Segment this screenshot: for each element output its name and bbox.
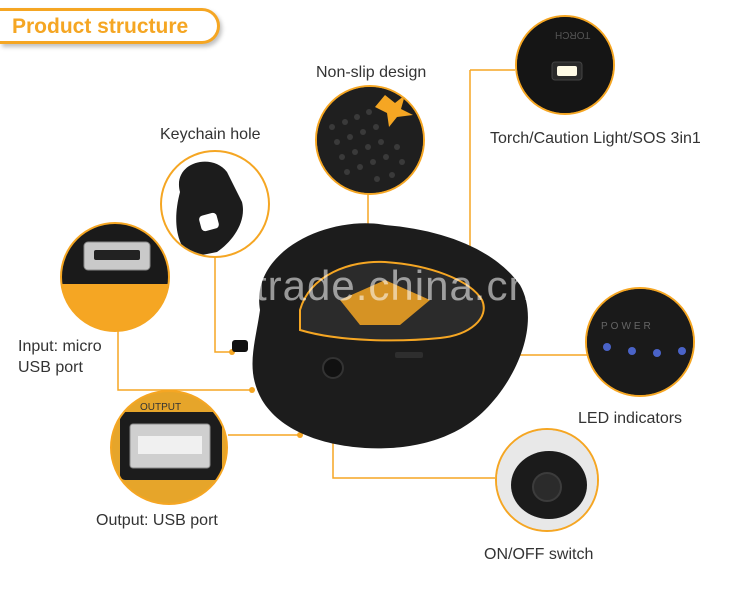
switch-detail <box>497 430 597 530</box>
section-title-tag: Product structure <box>0 8 220 44</box>
output-dot <box>297 432 303 438</box>
torch-print: TORCH <box>555 29 591 40</box>
label-led: LED indicators <box>578 410 683 427</box>
label-onoff: ON/OFF switch <box>484 546 594 563</box>
label-input-line1: Input: micro <box>18 338 102 355</box>
section-title: Product structure <box>12 15 189 38</box>
input-zoom-circle <box>60 222 170 332</box>
device-keychain-hole <box>232 340 248 352</box>
label-input-line2: USB port <box>18 359 83 376</box>
label-output: Output: USB port <box>96 512 218 529</box>
input-dot <box>249 387 255 393</box>
device-power-button <box>322 357 344 379</box>
switch-zoom-circle <box>495 428 599 532</box>
output-zoom-circle: OUTPUT <box>110 390 228 505</box>
led-zoom-circle: POWER <box>585 287 695 397</box>
power-bank-device <box>232 223 528 449</box>
led-print: POWER <box>601 321 654 332</box>
torch-detail <box>517 17 613 113</box>
torch-zoom-circle: TORCH <box>515 15 615 115</box>
torch-led-icon <box>557 66 577 76</box>
led-detail <box>587 289 693 395</box>
keychain-zoom-circle <box>160 150 270 258</box>
label-non-slip: Non-slip design <box>316 64 427 81</box>
output-print: OUTPUT <box>140 402 182 413</box>
watermark: trade.china.cn <box>255 262 533 309</box>
non-slip-zoom-circle <box>315 85 425 195</box>
label-torch: Torch/Caution Light/SOS 3in1 <box>490 130 701 147</box>
keychain-callout-line <box>214 245 232 353</box>
non-slip-texture <box>317 87 423 193</box>
star-icon <box>375 95 413 127</box>
keychain-hole-detail <box>176 161 243 256</box>
label-keychain: Keychain hole <box>160 126 261 143</box>
power-button-icon <box>532 472 562 502</box>
usb-output-detail <box>112 392 226 503</box>
led-icons <box>603 343 686 357</box>
micro-usb-detail <box>62 224 168 330</box>
